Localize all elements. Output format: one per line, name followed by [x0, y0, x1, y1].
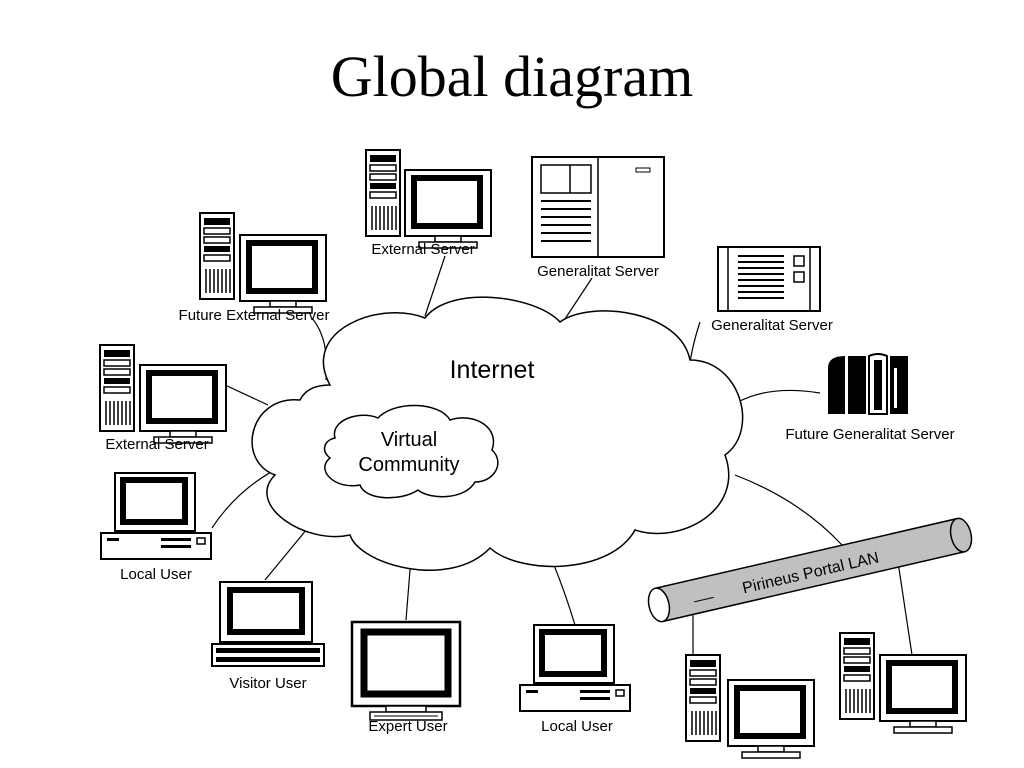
slide-title: Global diagram: [330, 44, 694, 109]
local-user-left-label: Local User: [120, 566, 192, 583]
expert-user: Expert User: [352, 622, 460, 735]
lan-server-left: [685, 654, 814, 758]
generalitat-server-top-label: Generalitat Server: [537, 263, 659, 280]
pirineus-portal-lan: Pirineus Portal LAN: [647, 517, 973, 623]
local-user-left: Local User: [101, 473, 211, 583]
virtual-label: Virtual: [381, 429, 437, 451]
generalitat-server-right: Generalitat Server: [711, 246, 833, 334]
local-user-bottom: Local User: [520, 625, 630, 735]
future-generalitat-server: Future Generalitat Server: [785, 353, 955, 443]
external-server-left-label: External Server: [105, 436, 208, 453]
future-external-server-label: Future External Server: [179, 307, 330, 324]
community-label: Community: [358, 454, 459, 476]
external-server-top-label: External Server: [371, 241, 474, 258]
internet-label: Internet: [450, 356, 535, 384]
future-external-server: Future External Server: [179, 212, 330, 324]
external-server-top: External Server: [365, 149, 491, 258]
expert-user-label: Expert User: [368, 718, 447, 735]
future-generalitat-server-label: Future Generalitat Server: [785, 426, 954, 443]
generalitat-server-top: Generalitat Server: [531, 156, 665, 280]
external-server-left: External Server: [99, 344, 226, 453]
local-user-bottom-label: Local User: [541, 718, 613, 735]
visitor-user-label: Visitor User: [229, 675, 306, 692]
generalitat-server-right-label: Generalitat Server: [711, 317, 833, 334]
lan-server-right: [839, 632, 966, 733]
visitor-user: Visitor User: [212, 582, 324, 692]
virtual-community-cloud: [323, 404, 499, 499]
internet-cloud: [251, 296, 744, 571]
